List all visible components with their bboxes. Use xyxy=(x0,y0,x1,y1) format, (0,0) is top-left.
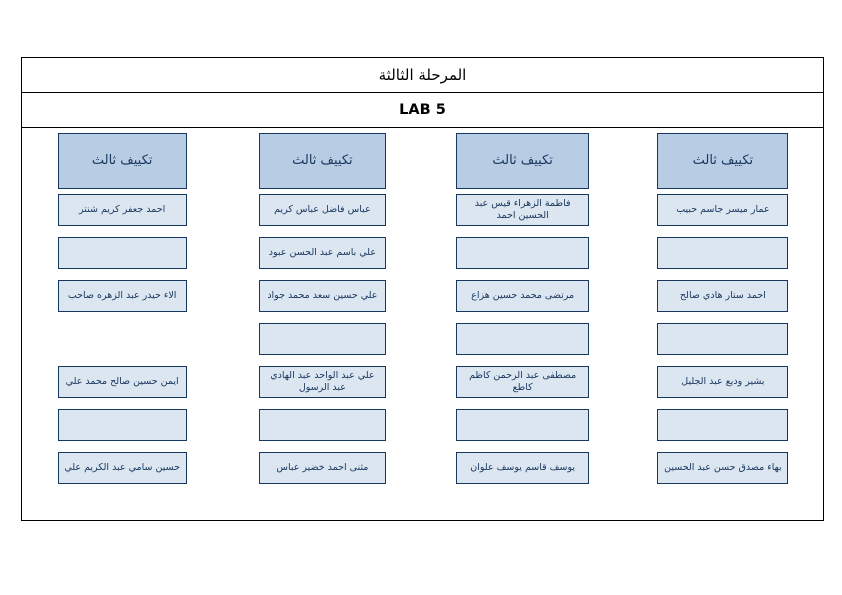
column-3-slot-2: علي باسم عبد الحسن عبود xyxy=(222,237,422,280)
column-3-header: تكييف ثالث xyxy=(258,133,386,189)
student-cell[interactable]: بهاء مصدق حسن عبد الحسين xyxy=(657,452,789,484)
column-3-header-slot: تكييف ثالث xyxy=(222,133,422,194)
student-cell[interactable]: حسين سامي عبد الكريم علي xyxy=(57,452,187,484)
column-4-header-slot: تكييف ثالث xyxy=(22,133,222,194)
student-cell[interactable]: احمد ستار هادي صالح xyxy=(657,280,789,312)
student-cell[interactable]: علي حسين سعد محمد جواد xyxy=(258,280,386,312)
lab-subtitle: LAB 5 xyxy=(399,101,446,118)
column-1-slot-4 xyxy=(623,323,823,366)
student-cell[interactable]: عباس فاضل عباس كريم xyxy=(258,194,386,226)
page-title: المرحلة الثالثة xyxy=(378,65,467,84)
column-4-slot-7: حسين سامي عبد الكريم علي xyxy=(22,452,222,495)
column-2-slot-3: مرتضى محمد حسين هزاع xyxy=(423,280,623,323)
column-1-slot-7: بهاء مصدق حسن عبد الحسين xyxy=(623,452,823,495)
column-3-slot-3: علي حسين سعد محمد جواد xyxy=(222,280,422,323)
column-3-slot-6 xyxy=(222,409,422,452)
column-4-slot-6 xyxy=(22,409,222,452)
column-2-slot-2 xyxy=(423,237,623,280)
student-cell[interactable] xyxy=(456,323,590,355)
student-cell[interactable]: ايمن حسين صالح محمد علي xyxy=(57,366,187,398)
column-3-slot-7: مثنى احمد خضير عباس xyxy=(222,452,422,495)
column-2-slot-5: مصطفى عبد الرحمن كاظم كاطع xyxy=(423,366,623,409)
student-cell[interactable]: علي باسم عبد الحسن عبود xyxy=(258,237,386,269)
column-2-header-slot: تكييف ثالث xyxy=(423,133,623,194)
column-1-slot-2 xyxy=(623,237,823,280)
column-2-header: تكييف ثالث xyxy=(456,133,590,189)
column-2-slot-6 xyxy=(423,409,623,452)
student-columns: تكييف ثالث عمار ميسر جاسم حبيب احمد ستار… xyxy=(22,128,823,520)
column-4-slot-3: الاء حيدر عبد الزهره صاحب xyxy=(22,280,222,323)
column-4-slot-1: احمد جعفر كريم شنتر xyxy=(22,194,222,237)
column-2-slot-7: يوسف قاسم يوسف علوان xyxy=(423,452,623,495)
student-cell[interactable]: عمار ميسر جاسم حبيب xyxy=(657,194,789,226)
student-cell[interactable]: احمد جعفر كريم شنتر xyxy=(57,194,187,226)
column-1-header-slot: تكييف ثالث xyxy=(623,133,823,194)
student-cell[interactable]: علي عبد الواحد عبد الهادي عبد الرسول xyxy=(258,366,386,398)
student-cell[interactable] xyxy=(258,323,386,355)
student-cell[interactable] xyxy=(456,237,590,269)
column-2: تكييف ثالث فاطمة الزهراء قيس عبد الحسين … xyxy=(423,128,623,520)
student-cell[interactable] xyxy=(657,409,789,441)
column-4: تكييف ثالث احمد جعفر كريم شنتر الاء حيدر… xyxy=(22,128,222,520)
column-4-slot-4 xyxy=(22,323,222,366)
student-cell[interactable]: مثنى احمد خضير عباس xyxy=(258,452,386,484)
student-cell[interactable] xyxy=(657,323,789,355)
student-cell[interactable]: يوسف قاسم يوسف علوان xyxy=(456,452,590,484)
column-2-slot-1: فاطمة الزهراء قيس عبد الحسين احمد xyxy=(423,194,623,237)
column-1-slot-5: بشير وديع عبد الجليل xyxy=(623,366,823,409)
column-2-slot-4 xyxy=(423,323,623,366)
student-cell[interactable] xyxy=(657,237,789,269)
column-3: تكييف ثالث عباس فاضل عباس كريم علي باسم … xyxy=(222,128,422,520)
student-cell[interactable]: بشير وديع عبد الجليل xyxy=(657,366,789,398)
student-cell[interactable]: مصطفى عبد الرحمن كاظم كاطع xyxy=(456,366,590,398)
column-1-header: تكييف ثالث xyxy=(657,133,789,189)
column-1: تكييف ثالث عمار ميسر جاسم حبيب احمد ستار… xyxy=(623,128,823,520)
column-4-header: تكييف ثالث xyxy=(57,133,187,189)
column-3-slot-4 xyxy=(222,323,422,366)
document-frame: المرحلة الثالثة LAB 5 تكييف ثالث عمار مي… xyxy=(21,57,824,521)
column-3-slot-5: علي عبد الواحد عبد الهادي عبد الرسول xyxy=(222,366,422,409)
column-4-slot-2 xyxy=(22,237,222,280)
student-cell[interactable]: الاء حيدر عبد الزهره صاحب xyxy=(57,280,187,312)
column-1-slot-6 xyxy=(623,409,823,452)
lab-title-row: LAB 5 xyxy=(22,93,823,128)
student-cell[interactable]: مرتضى محمد حسين هزاع xyxy=(456,280,590,312)
student-cell[interactable] xyxy=(57,237,187,269)
student-cell[interactable]: فاطمة الزهراء قيس عبد الحسين احمد xyxy=(456,194,590,226)
column-4-slot-5: ايمن حسين صالح محمد علي xyxy=(22,366,222,409)
document-title-row: المرحلة الثالثة xyxy=(22,58,823,93)
student-cell[interactable] xyxy=(57,409,187,441)
column-3-slot-1: عباس فاضل عباس كريم xyxy=(222,194,422,237)
student-cell[interactable] xyxy=(258,409,386,441)
column-1-slot-1: عمار ميسر جاسم حبيب xyxy=(623,194,823,237)
student-cell[interactable] xyxy=(456,409,590,441)
column-1-slot-3: احمد ستار هادي صالح xyxy=(623,280,823,323)
